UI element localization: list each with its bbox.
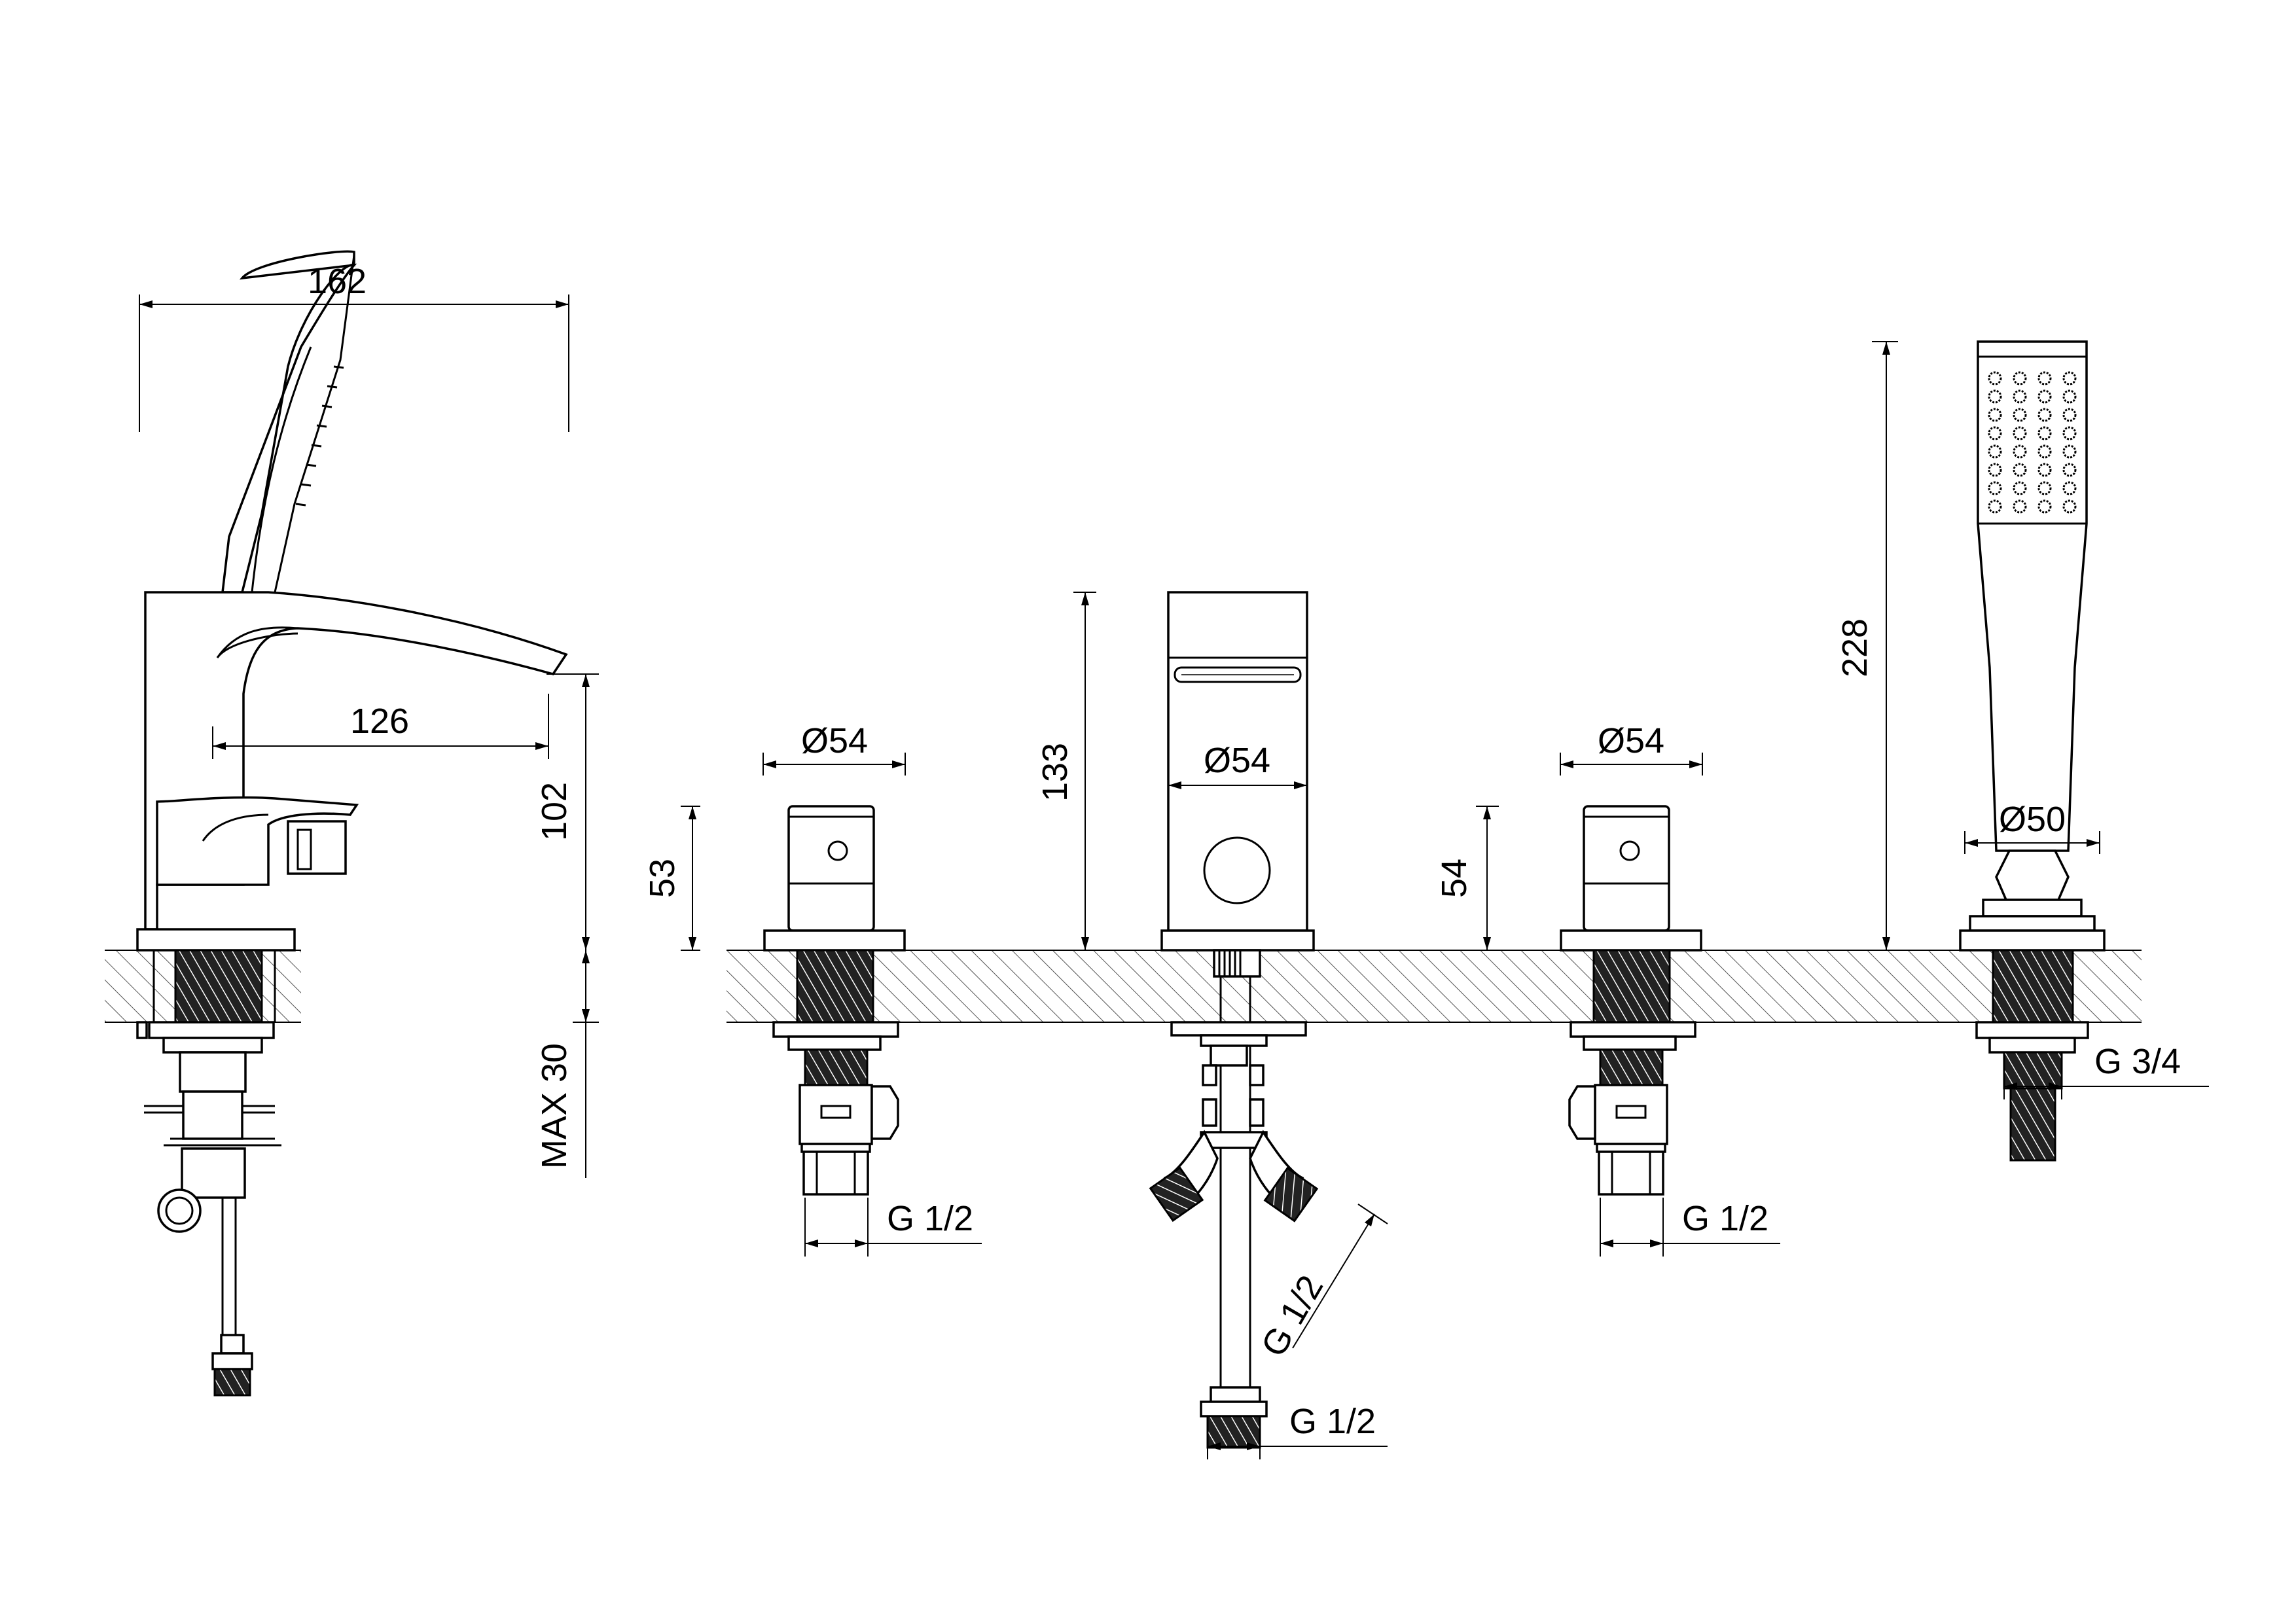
dim-left-height-label: 53 xyxy=(643,859,682,898)
right-valve xyxy=(1560,805,1702,1196)
dim-162-label: 162 xyxy=(308,262,367,301)
dim-handshower-diameter-label: Ø50 xyxy=(1999,800,2066,839)
dim-center-height-label: 133 xyxy=(1035,743,1075,802)
shower-nozzles xyxy=(295,365,344,507)
nozzle-hole xyxy=(2037,371,2052,385)
dim-handshower-diameter: Ø50 xyxy=(1964,800,2100,854)
dim-126-label: 126 xyxy=(350,702,409,741)
nozzle-hole xyxy=(2037,389,2052,404)
nozzle-hole xyxy=(2062,371,2077,385)
dim-right-height-label: 54 xyxy=(1435,859,1474,898)
nozzle-hole xyxy=(2013,463,2027,477)
dim-max-30: MAX 30 xyxy=(535,950,599,1178)
dim-handshower-height-label: 228 xyxy=(1835,618,1874,677)
dim-center-connection: G 1/2 xyxy=(1207,1402,1388,1459)
dim-right-connection-label: G 1/2 xyxy=(1682,1199,1768,1238)
dim-max-30-label: MAX 30 xyxy=(535,1043,574,1169)
deck-slab xyxy=(105,950,2142,1023)
nozzle-hole xyxy=(1988,499,2002,514)
dim-right-connection: G 1/2 xyxy=(1600,1198,1780,1257)
nozzle-hole xyxy=(2037,426,2052,440)
nozzle-hole xyxy=(2062,481,2077,495)
nozzle-hole xyxy=(2013,481,2027,495)
dim-right-diameter: Ø54 xyxy=(1560,721,1703,776)
nozzle-hole xyxy=(2013,426,2027,440)
nozzle-hole xyxy=(2013,389,2027,404)
dim-center-connection-label: G 1/2 xyxy=(1289,1402,1376,1441)
dim-126: 126 xyxy=(212,694,549,759)
nozzle-hole xyxy=(1988,389,2002,404)
dim-162: 162 xyxy=(139,262,569,432)
nozzle-hole xyxy=(2037,481,2052,495)
nozzle-hole xyxy=(2062,408,2077,422)
nozzle-hole xyxy=(1988,481,2002,495)
dim-center-connection-angled: G 1/2 xyxy=(1253,1204,1388,1363)
dim-left-connection: G 1/2 xyxy=(804,1198,982,1257)
nozzle-hole xyxy=(2062,499,2077,514)
nozzle-hole xyxy=(2013,444,2027,459)
dim-handshower-connection: G 3/4 xyxy=(2003,1042,2209,1099)
nozzle-hole xyxy=(2062,426,2077,440)
dim-handshower-connection-label: G 3/4 xyxy=(2094,1042,2181,1081)
dim-center-connection-angled-label: G 1/2 xyxy=(1253,1269,1331,1363)
nozzle-hole xyxy=(1988,408,2002,422)
dim-right-diameter-label: Ø54 xyxy=(1598,721,1664,760)
nozzle-hole xyxy=(1988,371,2002,385)
dim-left-diameter-label: Ø54 xyxy=(801,721,868,760)
dim-center-height: 133 xyxy=(1035,592,1096,950)
nozzle-hole xyxy=(2062,444,2077,459)
nozzle-hole xyxy=(1988,426,2002,440)
nozzle-hole xyxy=(2037,408,2052,422)
dim-center-diameter: Ø54 xyxy=(1168,741,1307,789)
handshower-front xyxy=(1959,340,2106,1162)
dim-left-diameter: Ø54 xyxy=(762,721,906,776)
nozzle-hole xyxy=(2013,371,2027,385)
dim-left-height: 53 xyxy=(643,806,700,951)
left-valve xyxy=(763,805,906,1196)
nozzle-hole xyxy=(2037,444,2052,459)
dim-102-label: 102 xyxy=(535,782,574,841)
dim-right-height: 54 xyxy=(1435,806,1499,950)
nozzle-hole xyxy=(1988,444,2002,459)
dim-center-diameter-label: Ø54 xyxy=(1204,741,1270,780)
nozzle-hole xyxy=(2062,389,2077,404)
dim-handshower-height: 228 xyxy=(1835,341,1898,950)
nozzle-hole xyxy=(1988,463,2002,477)
spout-side-view xyxy=(136,250,568,1397)
dim-left-connection-label: G 1/2 xyxy=(887,1199,973,1238)
nozzle-hole xyxy=(2037,463,2052,477)
nozzle-hole xyxy=(2037,499,2052,514)
dim-102: 102 xyxy=(535,673,599,950)
nozzle-hole xyxy=(2013,408,2027,422)
nozzle-hole xyxy=(2062,463,2077,477)
center-spout xyxy=(1149,591,1319,1449)
nozzle-hole xyxy=(2013,499,2027,514)
shower-nozzle-grid xyxy=(1988,371,2077,514)
